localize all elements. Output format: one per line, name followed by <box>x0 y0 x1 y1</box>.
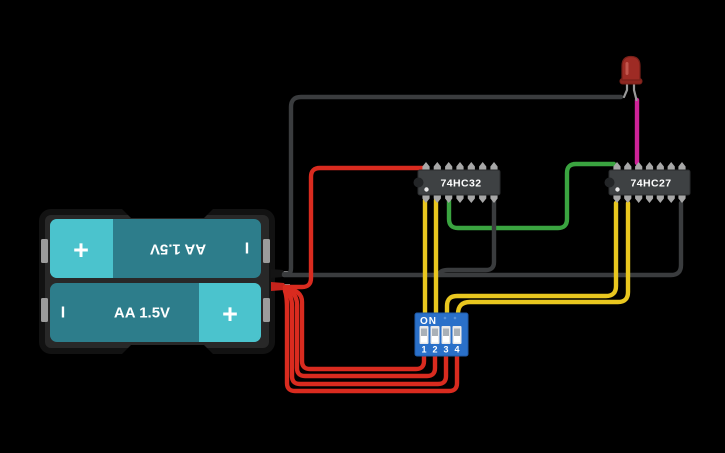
battery-cell-1: + AA 1.5V I <box>50 219 261 278</box>
led-dome <box>621 55 641 81</box>
wire-power-dip-1[interactable] <box>282 285 427 372</box>
battery-minus-label: I <box>245 241 249 258</box>
dip-number-2: 2 <box>432 345 437 355</box>
led-cathode-leg <box>622 80 629 99</box>
battery-plus-label: + <box>73 235 89 265</box>
ic-label: 74HC32 <box>441 178 482 190</box>
battery-label: AA 1.5V <box>150 241 206 258</box>
wire-power-dip-2[interactable] <box>282 286 438 379</box>
dip-number-4: 4 <box>454 345 459 355</box>
ic-74hc27[interactable]: 74HC27 <box>604 162 691 203</box>
dip-switch-lever-4[interactable] <box>452 326 462 344</box>
ic-notch <box>604 177 615 188</box>
battery-contact <box>263 298 270 322</box>
ic-pins-top <box>422 162 498 171</box>
ic-pins-bottom <box>422 194 498 203</box>
dip-switch-lever-2[interactable] <box>430 326 440 344</box>
battery-plus-label: + <box>222 299 238 329</box>
wire-ground-74hc32[interactable] <box>436 196 497 277</box>
ic-74hc32[interactable]: 74HC32 <box>413 162 501 203</box>
battery-contact <box>41 239 48 263</box>
wire-ground-main[interactable] <box>281 200 684 278</box>
battery-pack[interactable]: + AA 1.5V I I AA 1.5V + <box>39 209 290 354</box>
dip-switch[interactable]: ON 1 2 3 4 <box>414 312 469 357</box>
led-highlight <box>625 62 629 75</box>
battery-cell-cap-fill <box>85 219 113 278</box>
wire-power-dip-3[interactable] <box>282 287 449 387</box>
wire-dip3-74hc27[interactable] <box>444 200 619 316</box>
ic-pin1-dot <box>615 187 620 192</box>
dip-number-3: 3 <box>443 345 448 355</box>
battery-contact <box>263 239 270 263</box>
battery-label: AA 1.5V <box>114 305 170 322</box>
led[interactable] <box>619 55 643 102</box>
wire-signal-green[interactable] <box>446 161 617 231</box>
dip-handle <box>432 336 438 343</box>
battery-cell-cap-fill <box>199 283 231 342</box>
dip-number-1: 1 <box>421 345 426 355</box>
ic-pins-bottom <box>613 194 686 203</box>
terminal-nub-black <box>271 269 285 278</box>
ic-notch <box>413 177 424 188</box>
dip-handle <box>454 336 460 343</box>
dip-handle <box>421 336 427 343</box>
dip-switch-lever-3[interactable] <box>441 326 451 344</box>
wire-power-dip-4[interactable] <box>282 288 460 394</box>
dip-switch-lever-1[interactable] <box>419 326 429 344</box>
dip-dot <box>453 316 457 320</box>
battery-cell-2: I AA 1.5V + <box>50 283 261 342</box>
battery-contact <box>41 298 48 322</box>
dip-dot <box>443 316 447 320</box>
dip-slot-well <box>432 328 438 342</box>
ic-pin1-dot <box>424 187 429 192</box>
terminal-nub-red <box>271 282 286 291</box>
dip-on-label: ON <box>420 316 437 327</box>
ic-label: 74HC27 <box>631 178 672 190</box>
dip-handle <box>443 336 449 343</box>
wire-power-74hc32[interactable] <box>282 165 428 290</box>
battery-minus-label: I <box>61 305 65 322</box>
dip-slot-well <box>454 328 460 342</box>
wire-dip4-74hc27[interactable] <box>455 200 631 317</box>
ic-pins-top <box>613 162 686 171</box>
dip-slot-well <box>443 328 449 342</box>
battery-case-notch-bottom <box>122 345 213 354</box>
battery-case-notch-top <box>122 209 213 218</box>
led-anode-leg <box>632 80 638 102</box>
dip-slot-well <box>421 328 427 342</box>
